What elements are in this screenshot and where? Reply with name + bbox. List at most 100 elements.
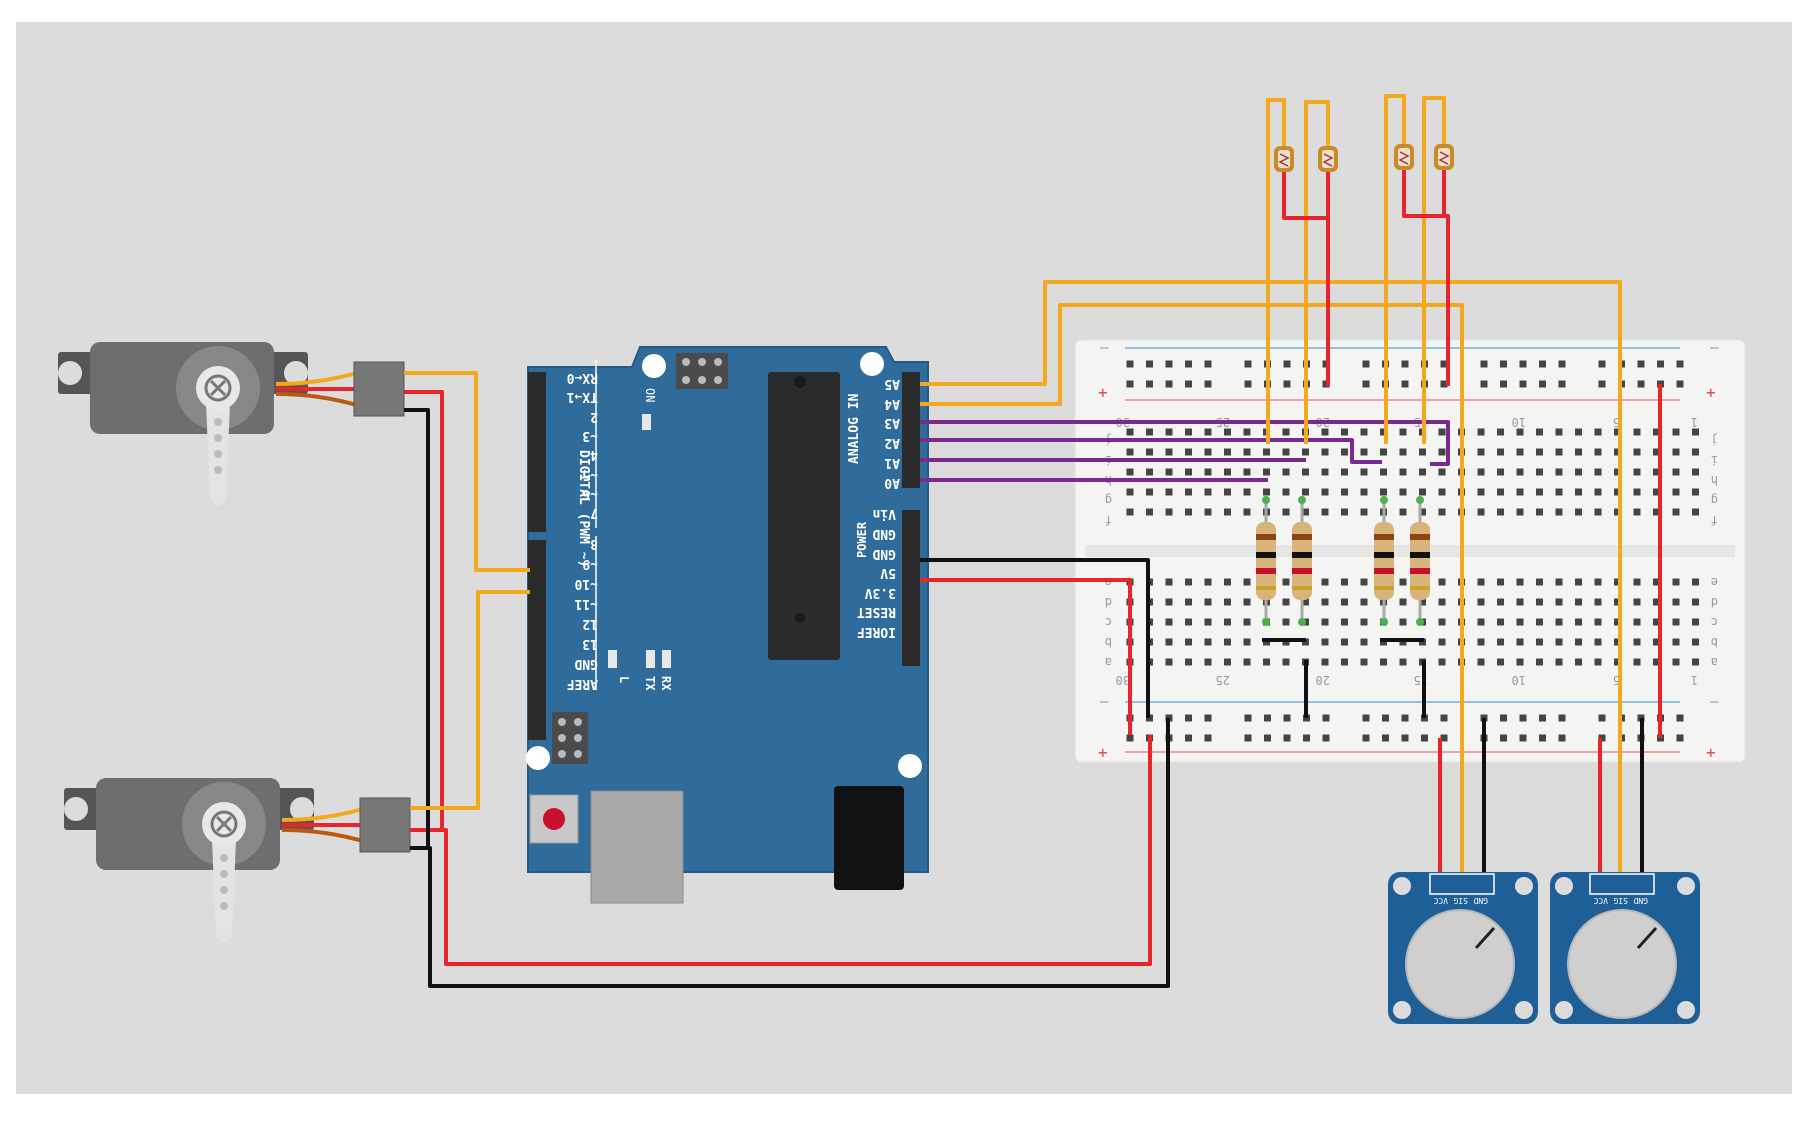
breadboard-hole bbox=[1185, 380, 1192, 388]
mount-hole bbox=[642, 354, 666, 378]
pin-label: A4 bbox=[884, 396, 900, 411]
wire-ldr3-signal bbox=[1384, 94, 1406, 444]
pin-label: IOREF bbox=[857, 624, 896, 639]
breadboard-hole bbox=[1146, 428, 1153, 436]
power-header-title: POWER bbox=[855, 521, 869, 558]
breadboard-hole bbox=[1224, 468, 1231, 476]
breadboard-hole bbox=[1633, 578, 1641, 586]
breadboard-hole bbox=[1536, 618, 1543, 626]
breadboard-hole bbox=[1224, 428, 1231, 436]
breadboard-hole bbox=[1264, 734, 1271, 742]
breadboard-hole bbox=[1360, 428, 1368, 436]
breadboard-hole bbox=[1243, 658, 1251, 666]
wire-ldr1-signal bbox=[1266, 98, 1286, 444]
row-letter: i bbox=[1711, 453, 1718, 467]
breadboard-hole bbox=[1653, 448, 1660, 456]
breadboard-hole bbox=[1401, 714, 1409, 722]
breadboard-hole bbox=[1204, 734, 1212, 742]
breadboard-hole bbox=[1224, 448, 1231, 456]
breadboard-hole bbox=[1477, 428, 1485, 436]
breadboard-hole bbox=[1594, 468, 1602, 476]
resistor bbox=[1292, 496, 1312, 626]
breadboard-hole bbox=[1653, 618, 1660, 626]
wire-ldr4-signal bbox=[1422, 96, 1446, 444]
breadboard-hole bbox=[1598, 360, 1606, 368]
wire-servo-bottom-signal bbox=[410, 590, 530, 810]
row-letter: f bbox=[1711, 513, 1718, 527]
breadboard-hole bbox=[1516, 428, 1524, 436]
breadboard-hole bbox=[1519, 714, 1527, 722]
breadboard-hole bbox=[1185, 468, 1192, 476]
breadboard-hole bbox=[1477, 578, 1485, 586]
breadboard-hole bbox=[1204, 714, 1212, 722]
breadboard-hole bbox=[1224, 638, 1231, 646]
wire-a3 bbox=[920, 420, 1450, 466]
row-letter: b bbox=[1711, 635, 1718, 649]
breadboard-hole bbox=[1399, 488, 1407, 496]
pin-label: 5V bbox=[880, 565, 896, 580]
breadboard-hole bbox=[1555, 598, 1563, 606]
breadboard-hole bbox=[1165, 638, 1173, 646]
breadboard-hole bbox=[1555, 508, 1563, 516]
rail-minus-bottom-left: – bbox=[1100, 694, 1109, 710]
led-l-label: L bbox=[617, 676, 631, 683]
pot-knob[interactable] bbox=[1405, 909, 1515, 1019]
breadboard-hole bbox=[1146, 468, 1153, 476]
resistors bbox=[1256, 496, 1430, 626]
breadboard-hole bbox=[1555, 488, 1563, 496]
pot-knob[interactable] bbox=[1567, 909, 1677, 1019]
breadboard-hole bbox=[1575, 578, 1582, 586]
breadboard-hole bbox=[1380, 468, 1387, 476]
breadboard-hole bbox=[1676, 380, 1684, 388]
breadboard-hole bbox=[1401, 734, 1409, 742]
breadboard-hole bbox=[1653, 488, 1660, 496]
breadboard-hole bbox=[1653, 598, 1660, 606]
servo-leads bbox=[275, 370, 367, 844]
power-pin-labels: Vin GND GND 5V 3.3V RESET IOREF bbox=[857, 506, 896, 639]
breadboard-hole bbox=[1243, 448, 1251, 456]
usb-port bbox=[590, 790, 684, 904]
analog-header-title: ANALOG IN bbox=[847, 393, 862, 464]
breadboard-hole bbox=[1360, 578, 1368, 586]
breadboard-hole bbox=[1653, 578, 1660, 586]
breadboard-hole bbox=[1321, 578, 1329, 586]
breadboard-hole bbox=[1692, 468, 1699, 476]
wire-arduino-5v bbox=[920, 578, 1132, 735]
pin-label: ~5 bbox=[582, 467, 598, 482]
breadboard-hole bbox=[1500, 714, 1507, 722]
breadboard-hole bbox=[1204, 578, 1212, 586]
breadboard-hole bbox=[1146, 508, 1153, 516]
col-num-top: 1 bbox=[1691, 415, 1698, 429]
breadboard-hole bbox=[1672, 468, 1680, 476]
pin-label: A0 bbox=[884, 475, 900, 490]
wire-ldr-power-a bbox=[1282, 166, 1330, 386]
pot-pin-label: SIG bbox=[1453, 896, 1468, 905]
row-letter: c bbox=[1711, 615, 1718, 629]
breadboard-hole bbox=[1282, 488, 1290, 496]
breadboard-hole bbox=[1594, 428, 1602, 436]
breadboard-hole bbox=[1185, 428, 1192, 436]
led-tx bbox=[646, 650, 655, 668]
breadboard-hole bbox=[1282, 598, 1290, 606]
breadboard-hole bbox=[1321, 428, 1329, 436]
breadboard-hole bbox=[1360, 618, 1368, 626]
breadboard-hole bbox=[1341, 428, 1348, 436]
breadboard-hole bbox=[1360, 508, 1368, 516]
analog-header bbox=[902, 372, 920, 488]
row-letter: g bbox=[1105, 493, 1112, 507]
breadboard-hole bbox=[1438, 658, 1446, 666]
breadboard-hole bbox=[1185, 734, 1192, 742]
mount-hole bbox=[526, 746, 550, 770]
reset-button[interactable] bbox=[529, 794, 579, 844]
breadboard-hole bbox=[1302, 448, 1309, 456]
breadboard-hole bbox=[1519, 734, 1527, 742]
breadboard-hole bbox=[1672, 428, 1680, 436]
breadboard-hole bbox=[1500, 734, 1507, 742]
wire-a4-pot bbox=[920, 303, 1464, 880]
breadboard-hole bbox=[1692, 488, 1699, 496]
breadboard-hole bbox=[1204, 598, 1212, 606]
breadboard-hole bbox=[1401, 360, 1409, 368]
breadboard-hole bbox=[1282, 578, 1290, 586]
wire-servo-top-ground bbox=[404, 408, 430, 850]
row-letter: d bbox=[1711, 595, 1718, 609]
